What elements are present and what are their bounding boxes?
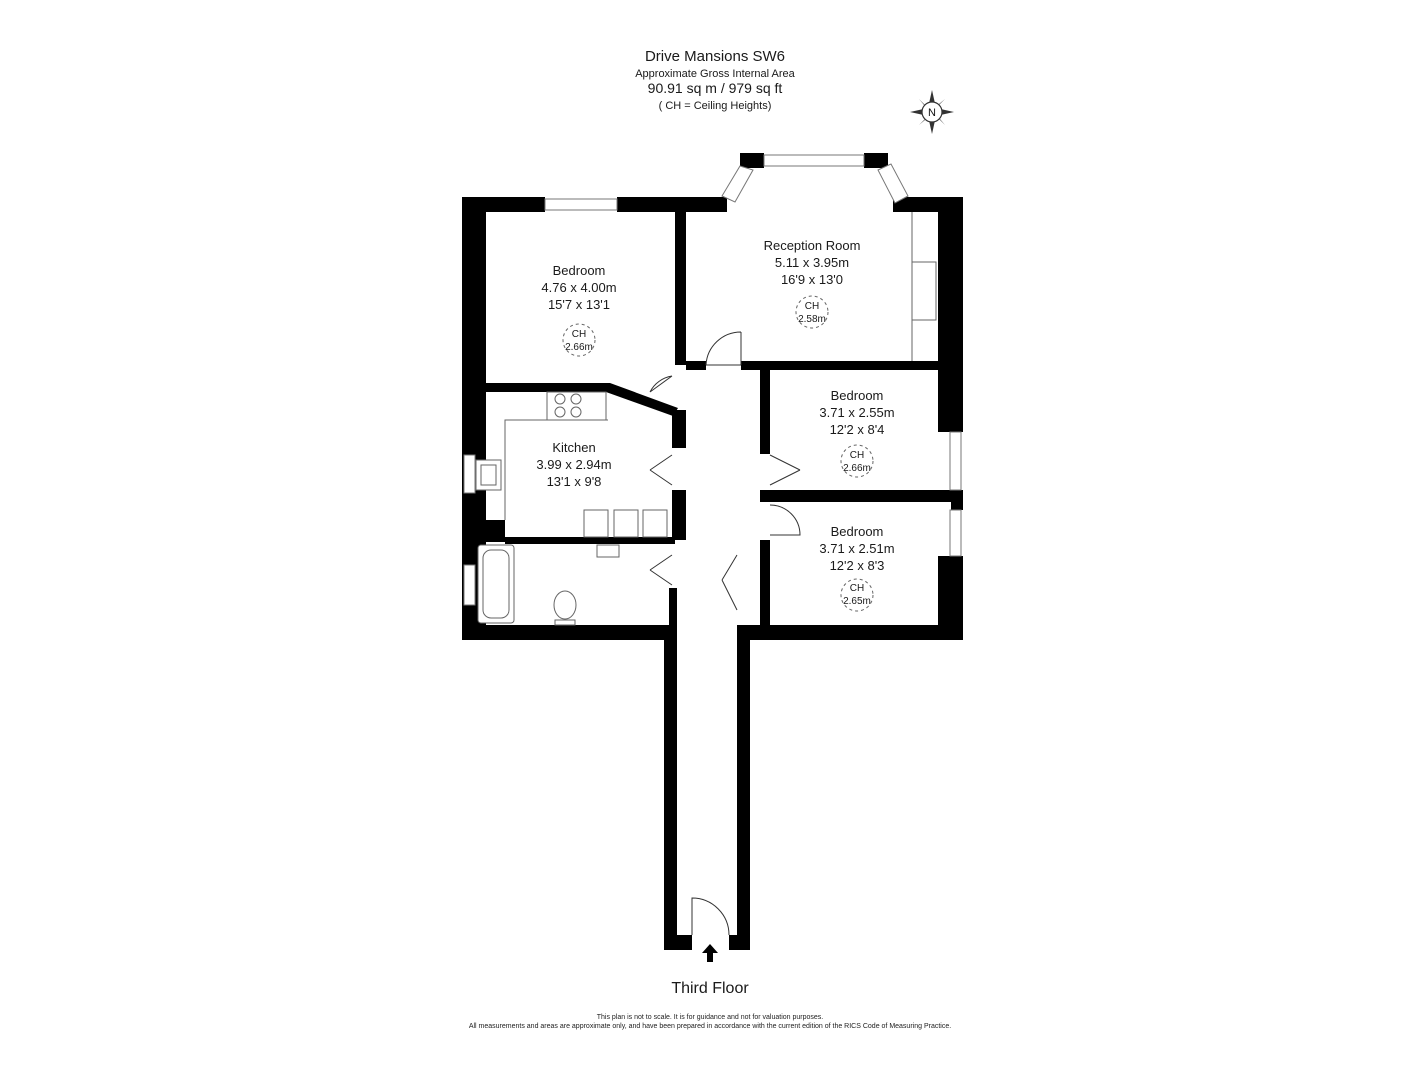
walls <box>462 153 963 950</box>
plan-title: Drive Mansions SW6 <box>644 48 786 65</box>
disclaimer-line-2: All measurements and areas are approxima… <box>468 1023 952 1030</box>
ch-label: CH <box>850 583 864 594</box>
ch-label: CH <box>805 301 819 312</box>
ceiling-height-note: ( CH = Ceiling Heights) <box>658 100 772 112</box>
area-subtitle: Approximate Gross Internal Area <box>635 68 795 80</box>
room-size-metric: 3.99 x 2.94m <box>536 457 611 472</box>
compass-icon: N <box>910 90 954 134</box>
room-bedroom-2: Bedroom 3.71 x 2.55m 12'2 x 8'4 CH 2.66m <box>819 388 895 478</box>
ch-value: 2.66m <box>565 342 593 353</box>
room-name: Bedroom <box>553 263 606 278</box>
compass-label: N <box>928 107 936 119</box>
ceiling-height-marker <box>795 295 829 329</box>
fixtures <box>475 212 937 626</box>
gross-area: 90.91 sq m / 979 sq ft <box>647 80 783 96</box>
room-size-metric: 3.71 x 2.51m <box>819 541 894 556</box>
room-size-metric: 4.76 x 4.00m <box>541 280 616 295</box>
ch-value: 2.58m <box>798 314 826 325</box>
room-size-imperial: 15'7 x 13'1 <box>548 297 610 312</box>
room-bedroom-3: Bedroom 3.71 x 2.51m 12'2 x 8'3 CH 2.65m <box>819 524 895 612</box>
room-bedroom-1: Bedroom 4.76 x 4.00m 15'7 x 13'1 CH 2.66… <box>541 263 617 357</box>
windows <box>463 154 962 606</box>
room-name: Bedroom <box>831 388 884 403</box>
ch-value: 2.66m <box>843 463 871 474</box>
room-reception: Reception Room 5.11 x 3.95m 16'9 x 13'0 … <box>764 238 861 329</box>
room-size-metric: 5.11 x 3.95m <box>775 255 849 270</box>
room-size-metric: 3.71 x 2.55m <box>819 405 894 420</box>
disclaimer-line-1: This plan is not to scale. It is for gui… <box>596 1014 824 1021</box>
ceiling-height-marker <box>840 578 874 612</box>
room-name: Bedroom <box>831 524 884 539</box>
ch-value: 2.65m <box>843 596 871 607</box>
floor-label: Third Floor <box>671 980 749 997</box>
room-name: Kitchen <box>552 440 595 455</box>
doors <box>649 331 801 936</box>
room-size-imperial: 16'9 x 13'0 <box>781 272 843 287</box>
ceiling-height-marker <box>562 323 596 357</box>
entrance-arrow-icon <box>702 944 718 962</box>
room-size-imperial: 12'2 x 8'3 <box>830 558 885 573</box>
ch-label: CH <box>850 450 864 461</box>
room-size-imperial: 12'2 x 8'4 <box>830 422 885 437</box>
room-kitchen: Kitchen 3.99 x 2.94m 13'1 x 9'8 <box>536 440 611 489</box>
ch-label: CH <box>572 329 586 340</box>
room-name: Reception Room <box>764 238 861 253</box>
room-size-imperial: 13'1 x 9'8 <box>547 474 602 489</box>
ceiling-height-marker <box>840 444 874 478</box>
